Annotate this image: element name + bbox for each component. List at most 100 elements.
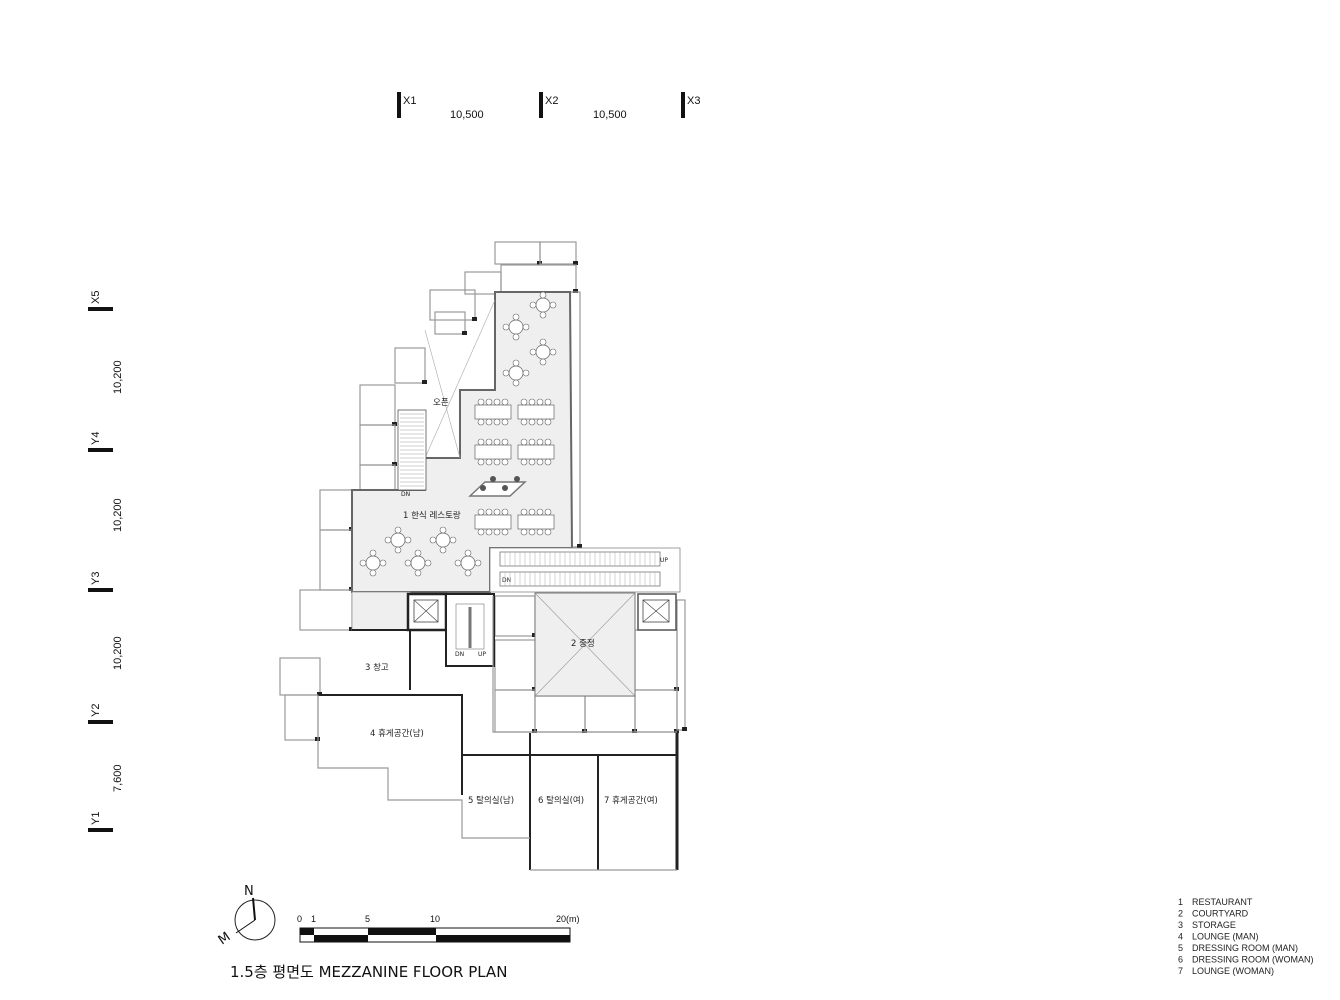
facade-fin — [494, 241, 541, 265]
column — [462, 331, 467, 335]
chair — [477, 458, 485, 466]
round-table — [508, 319, 524, 335]
room-label-dressing-man: 5 탈의실(남) — [468, 795, 514, 806]
chair — [536, 418, 544, 426]
dining-table — [474, 514, 512, 530]
stair-1: DN — [397, 409, 427, 498]
chair — [379, 559, 387, 567]
chair — [394, 526, 402, 534]
column — [674, 729, 679, 733]
legend-label: DRESSING ROOM (WOMAN) — [1192, 955, 1314, 965]
legend-number: 3 — [1178, 920, 1183, 930]
chair — [528, 438, 536, 446]
chair — [544, 508, 552, 516]
chair — [528, 398, 536, 406]
chair — [536, 528, 544, 536]
chair — [539, 291, 547, 299]
legend-label: COURTYARD — [1192, 909, 1249, 919]
top-grid-axes: X1 X2 X3 10,500 10,500 — [397, 92, 700, 121]
facade-fin — [359, 384, 396, 426]
chair — [522, 323, 530, 331]
legend-number: 2 — [1178, 909, 1183, 919]
facade-fin — [429, 289, 476, 321]
legend-label: LOUNGE (MAN) — [1192, 932, 1259, 942]
facade-fin — [539, 241, 577, 265]
chair — [539, 311, 547, 319]
scale-tick: 10 — [430, 914, 440, 924]
chair — [359, 559, 367, 567]
chair — [528, 458, 536, 466]
column — [573, 261, 578, 265]
column — [392, 462, 397, 466]
legend-label: RESTAURANT — [1192, 897, 1253, 907]
chair — [493, 438, 501, 446]
chair — [485, 528, 493, 536]
chair — [394, 546, 402, 554]
drawing-title: 1.5층 평면도 MEZZANINE FLOOR PLAN — [230, 963, 507, 981]
legend-label: DRESSING ROOM (MAN) — [1192, 943, 1298, 953]
column — [573, 289, 578, 293]
column — [514, 476, 520, 482]
legend-number: 4 — [1178, 932, 1183, 942]
round-table — [460, 555, 476, 571]
facade-fin — [319, 529, 353, 591]
legend-label: LOUNGE (WOMAN) — [1192, 966, 1274, 976]
legend-number: 5 — [1178, 943, 1183, 953]
chair — [539, 358, 547, 366]
grid-marker-x3 — [681, 92, 685, 118]
column — [480, 485, 486, 491]
chair — [485, 508, 493, 516]
dining-table — [474, 404, 512, 420]
room-label-courtyard: 2 중정 — [571, 638, 595, 649]
open-void: 오픈 — [424, 299, 496, 459]
room-label-lounge-woman: 7 휴게공간(여) — [604, 795, 658, 806]
grid-label-x2: X2 — [545, 95, 558, 107]
courtyard: 2 중정 — [534, 592, 636, 697]
chair — [520, 508, 528, 516]
column — [490, 476, 496, 482]
facade-fin — [494, 689, 536, 733]
chair — [501, 418, 509, 426]
room-label-storage: 3 창고 — [365, 663, 389, 673]
round-table — [390, 532, 406, 548]
scale-tick: 0 — [297, 914, 302, 924]
grid-label-y3: Y3 — [90, 572, 102, 585]
grid-spacing: 10,500 — [450, 109, 484, 121]
column — [392, 422, 397, 426]
chair — [477, 528, 485, 536]
stair-dn-label: DN — [401, 491, 410, 498]
grid-spacing: 10,200 — [112, 360, 124, 394]
chair — [439, 526, 447, 534]
chair — [485, 458, 493, 466]
chair — [493, 418, 501, 426]
facade-fin — [279, 657, 321, 696]
chair — [464, 569, 472, 577]
chair — [512, 333, 520, 341]
column — [349, 627, 354, 631]
escalator-dn-label: DN — [502, 577, 511, 584]
chair — [549, 348, 557, 356]
chair — [512, 313, 520, 321]
facade-fin — [500, 264, 577, 293]
chair — [501, 508, 509, 516]
scale-tick: 20(m) — [556, 914, 580, 924]
chair — [477, 398, 485, 406]
column — [502, 485, 508, 491]
scale-tick: 1 — [311, 914, 316, 924]
facade-fin — [359, 464, 396, 494]
chair — [520, 458, 528, 466]
chair — [414, 549, 422, 557]
escalator-up-label: UP — [660, 557, 668, 564]
chair — [544, 458, 552, 466]
grid-spacing: 10,500 — [593, 109, 627, 121]
chair — [520, 398, 528, 406]
facade-fin — [394, 347, 426, 384]
chair — [536, 458, 544, 466]
room-label-lounge-man: 4 휴게공간(남) — [370, 728, 424, 739]
dining-table — [474, 444, 512, 460]
chair — [477, 508, 485, 516]
chair — [485, 398, 493, 406]
grid-marker-y1 — [88, 828, 113, 832]
chair — [549, 301, 557, 309]
grid-marker-y2 — [88, 720, 113, 724]
